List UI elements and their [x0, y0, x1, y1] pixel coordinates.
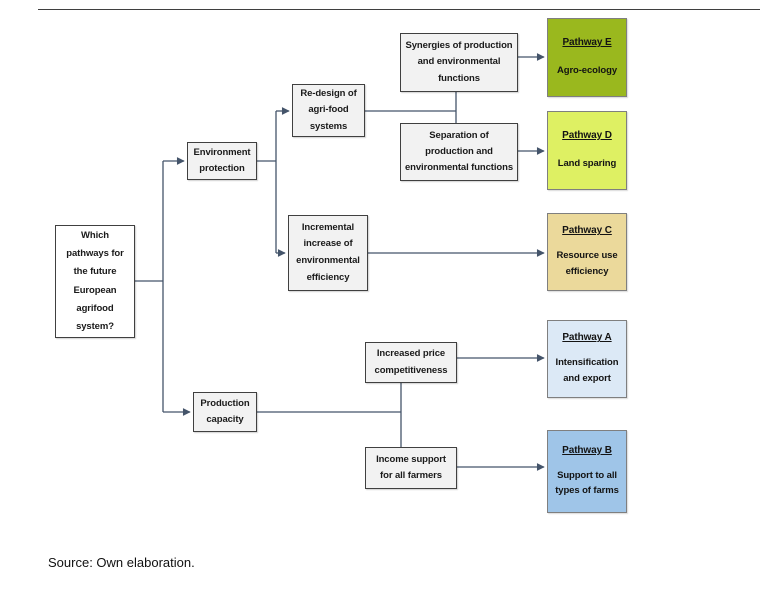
pathway-e-title: Pathway E	[562, 36, 612, 48]
pathway-c-box: Pathway C Resource use efficiency	[547, 213, 627, 291]
pathway-a-subtitle: Intensification and export	[555, 357, 619, 384]
pathway-c-title: Pathway C	[562, 225, 612, 237]
node-redesign-agrifood: Re-design of agri-food systems	[292, 84, 365, 137]
node-question: Which pathways for the future European a…	[55, 225, 135, 338]
node-price-competitiveness: Increased price competitiveness	[365, 342, 457, 383]
pathway-c-subtitle: Resource use efficiency	[556, 250, 618, 277]
pathway-b-subtitle: Support to all types of farms	[555, 469, 619, 496]
pathway-d-title: Pathway D	[562, 129, 612, 141]
pathway-a-title: Pathway A	[562, 332, 612, 344]
node-income-support: Income support for all farmers	[365, 447, 457, 489]
node-environment-protection: Environment protection	[187, 142, 257, 180]
pathway-b-title: Pathway B	[562, 444, 612, 456]
pathway-e-subtitle: Agro-ecology	[556, 64, 618, 76]
pathway-a-box: Pathway A Intensification and export	[547, 320, 627, 398]
node-synergies-functions: Synergies of production and environmenta…	[400, 33, 518, 92]
figure-top-border	[38, 9, 760, 10]
pathway-e-box: Pathway E Agro-ecology	[547, 18, 627, 97]
source-note: Source: Own elaboration.	[48, 555, 195, 570]
node-separation-functions: Separation of production and environment…	[400, 123, 518, 181]
pathway-b-box: Pathway B Support to all types of farms	[547, 430, 627, 513]
node-production-capacity: Production capacity	[193, 392, 257, 432]
pathway-d-box: Pathway D Land sparing	[547, 111, 627, 190]
pathway-d-subtitle: Land sparing	[557, 157, 617, 169]
node-incremental-efficiency: Incremental increase of environmental ef…	[288, 215, 368, 291]
